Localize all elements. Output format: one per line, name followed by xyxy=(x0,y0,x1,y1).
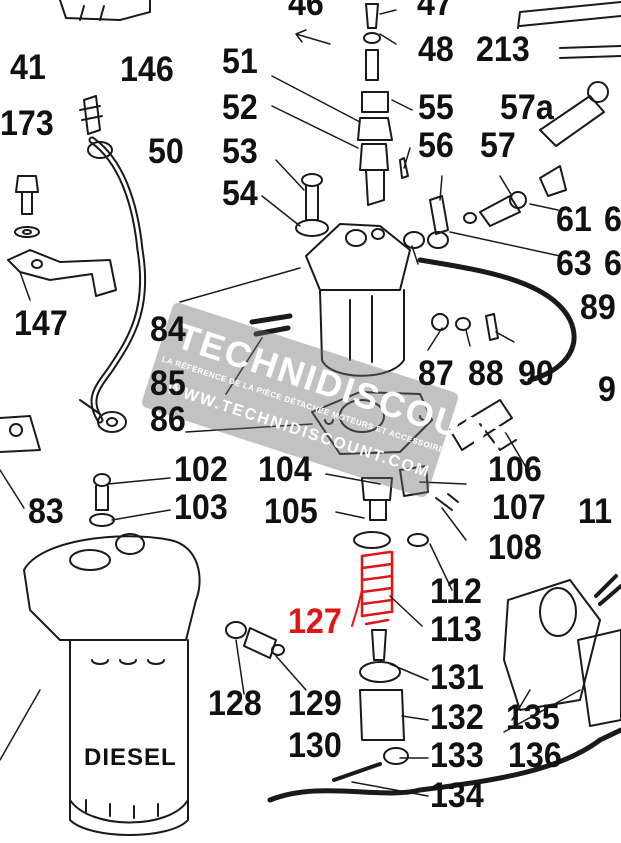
callout-6a: 6 xyxy=(604,200,621,239)
callout-130: 130 xyxy=(288,726,342,765)
callout-113: 113 xyxy=(430,610,482,649)
callout-102: 102 xyxy=(174,450,228,489)
callout-86: 86 xyxy=(150,400,186,439)
banjo-bolt-104 xyxy=(353,465,459,549)
banjo-bolt-57a xyxy=(539,81,609,147)
callout-129: 129 xyxy=(288,684,342,723)
callout-57a: 57a xyxy=(500,88,554,127)
pipe-134 xyxy=(267,737,603,803)
callout-131: 131 xyxy=(430,658,484,697)
nozzle-stack xyxy=(357,3,409,206)
callout-48: 48 xyxy=(418,30,454,69)
callout-128: 128 xyxy=(208,684,262,723)
hose-fitting-top xyxy=(79,95,113,159)
callout-127: 127 xyxy=(288,602,342,641)
fittings-102-103 xyxy=(89,473,115,527)
callout-133: 133 xyxy=(430,736,484,775)
fuel-rail-106 xyxy=(449,399,513,451)
left-clamp xyxy=(0,415,41,453)
fuel-filter xyxy=(23,533,201,836)
bracket-147 xyxy=(7,249,117,297)
callout-55: 55 xyxy=(418,88,454,127)
part-146-bracket xyxy=(59,0,151,21)
callout-56: 56 xyxy=(418,126,454,165)
fuel-line-50 xyxy=(88,136,147,424)
callout-135: 135 xyxy=(506,698,560,737)
callout-63: 63 xyxy=(556,244,592,283)
part-213-bracket xyxy=(517,1,621,59)
callout-89: 89 xyxy=(580,288,616,327)
callout-85: 85 xyxy=(150,364,186,403)
callout-84: 84 xyxy=(150,310,186,349)
callout-147: 147 xyxy=(14,304,68,343)
callout-46: 46 xyxy=(288,0,324,23)
callout-51: 51 xyxy=(222,42,258,81)
callout-50: 50 xyxy=(148,132,184,171)
gasket-135 xyxy=(503,579,601,711)
callout-47: 47 xyxy=(417,0,453,23)
callout-146: 146 xyxy=(120,50,174,89)
callout-104: 104 xyxy=(258,450,312,489)
bolts-128-129 xyxy=(225,621,285,659)
small-parts-87-88-90 xyxy=(431,313,499,341)
callout-54: 54 xyxy=(222,174,258,213)
spring-127 xyxy=(360,550,394,626)
callout-213: 213 xyxy=(476,30,530,69)
callout-105: 105 xyxy=(264,492,318,531)
callout-134: 134 xyxy=(430,776,484,815)
callout-136: 136 xyxy=(508,736,562,775)
callout-90: 90 xyxy=(518,354,554,393)
callout-173: 173 xyxy=(0,104,54,143)
callout-83: 83 xyxy=(28,492,64,531)
callout-52: 52 xyxy=(222,88,258,127)
callout-11: 11 xyxy=(578,492,613,531)
callout-9: 9 xyxy=(598,370,616,409)
pipe-89 xyxy=(417,257,577,383)
fittings-61-63 xyxy=(427,165,567,249)
callout-6b: 6 xyxy=(604,244,621,283)
pump-housing-84 xyxy=(305,223,425,377)
valve-131-134 xyxy=(332,629,409,782)
fitting-54 xyxy=(295,173,329,237)
callout-112: 112 xyxy=(430,572,482,611)
callout-53: 53 xyxy=(222,132,258,171)
bolt-173 xyxy=(14,175,40,238)
callout-61: 61 xyxy=(556,200,592,239)
leader-lines xyxy=(0,9,581,797)
callout-106: 106 xyxy=(488,450,542,489)
filter-label: DIESEL xyxy=(84,744,177,771)
callout-108: 108 xyxy=(488,528,542,567)
banjo-fitting-bottom xyxy=(79,399,127,433)
callout-132: 132 xyxy=(430,698,484,737)
callout-88: 88 xyxy=(468,354,504,393)
gasket-86 xyxy=(311,391,433,455)
callout-103: 103 xyxy=(174,488,228,527)
callout-87: 87 xyxy=(418,354,454,393)
gasket-136 xyxy=(577,629,621,727)
callout-107: 107 xyxy=(492,488,546,527)
callout-41: 41 xyxy=(10,48,46,87)
callout-57: 57 xyxy=(480,126,516,165)
